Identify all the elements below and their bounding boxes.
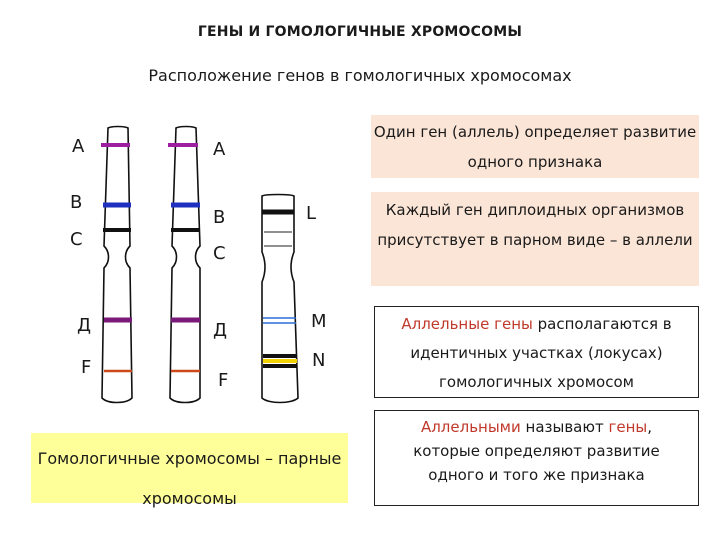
label-middle-B: В [213, 209, 225, 227]
allelic-definition-mid: называют [521, 418, 609, 436]
label-left-A: А [72, 138, 84, 156]
allelic-definition-highlight-1: Аллельными [421, 418, 521, 436]
homologous-note-box: Гомологичные хромосомы – парные хромосом… [31, 433, 348, 503]
label-middle-A: А [213, 141, 225, 159]
info-box-allelic-genes: Аллельные гены располагаются в идентичны… [374, 306, 699, 398]
allelic-genes-highlight: Аллельные гены [401, 315, 533, 333]
allelic-definition-highlight-2: гены [609, 418, 648, 436]
info-box-diploid: Каждый ген диплоидных организмов присутс… [371, 192, 699, 286]
label-right-L: L [306, 205, 316, 223]
label-left-C: С [70, 231, 83, 249]
label-middle-C: С [213, 245, 226, 263]
label-left-F: F [81, 359, 91, 377]
label-right-M: M [311, 313, 327, 331]
info-box-one-gene: Один ген (аллель) определяет развитие од… [371, 115, 699, 178]
info-box-diploid-text: Каждый ген диплоидных организмов присутс… [377, 201, 692, 249]
chromosome-right-outline [262, 195, 298, 403]
label-middle-D: Д [213, 322, 227, 340]
chromosome-middle-outline [170, 127, 200, 403]
label-right-N: N [312, 352, 325, 370]
chromosome-left-outline [102, 127, 132, 403]
info-box-one-gene-text: Один ген (аллель) определяет развитие од… [374, 123, 696, 171]
label-left-B: В [70, 194, 82, 212]
info-box-allelic-definition: Аллельными называют гены, которые опреде… [374, 410, 699, 506]
homologous-note-text: Гомологичные хромосомы – парные хромосом… [38, 449, 342, 508]
label-left-D: Д [77, 317, 91, 335]
label-middle-F: F [218, 372, 228, 390]
